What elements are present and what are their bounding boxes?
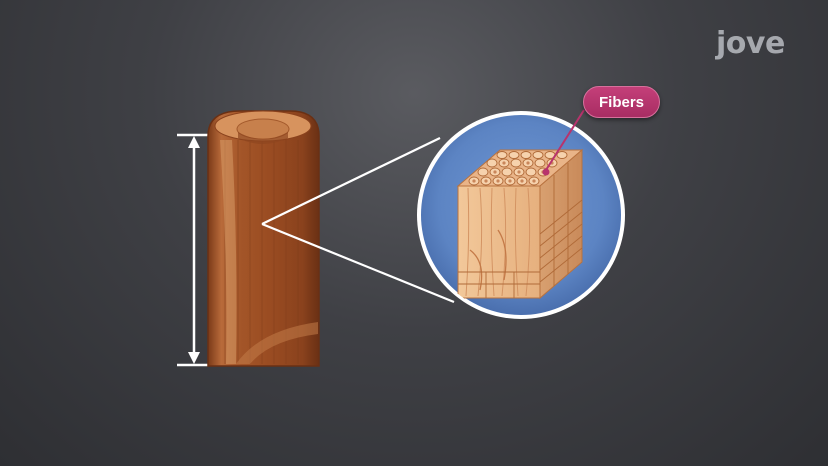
fibers-label: Fibers xyxy=(583,86,660,118)
jove-logo: jove xyxy=(716,26,785,61)
height-arrow xyxy=(177,133,211,367)
callout-leader xyxy=(542,109,585,176)
wood-stem xyxy=(207,110,320,367)
zoom-circle xyxy=(417,111,625,319)
zoom-lines xyxy=(261,137,455,304)
